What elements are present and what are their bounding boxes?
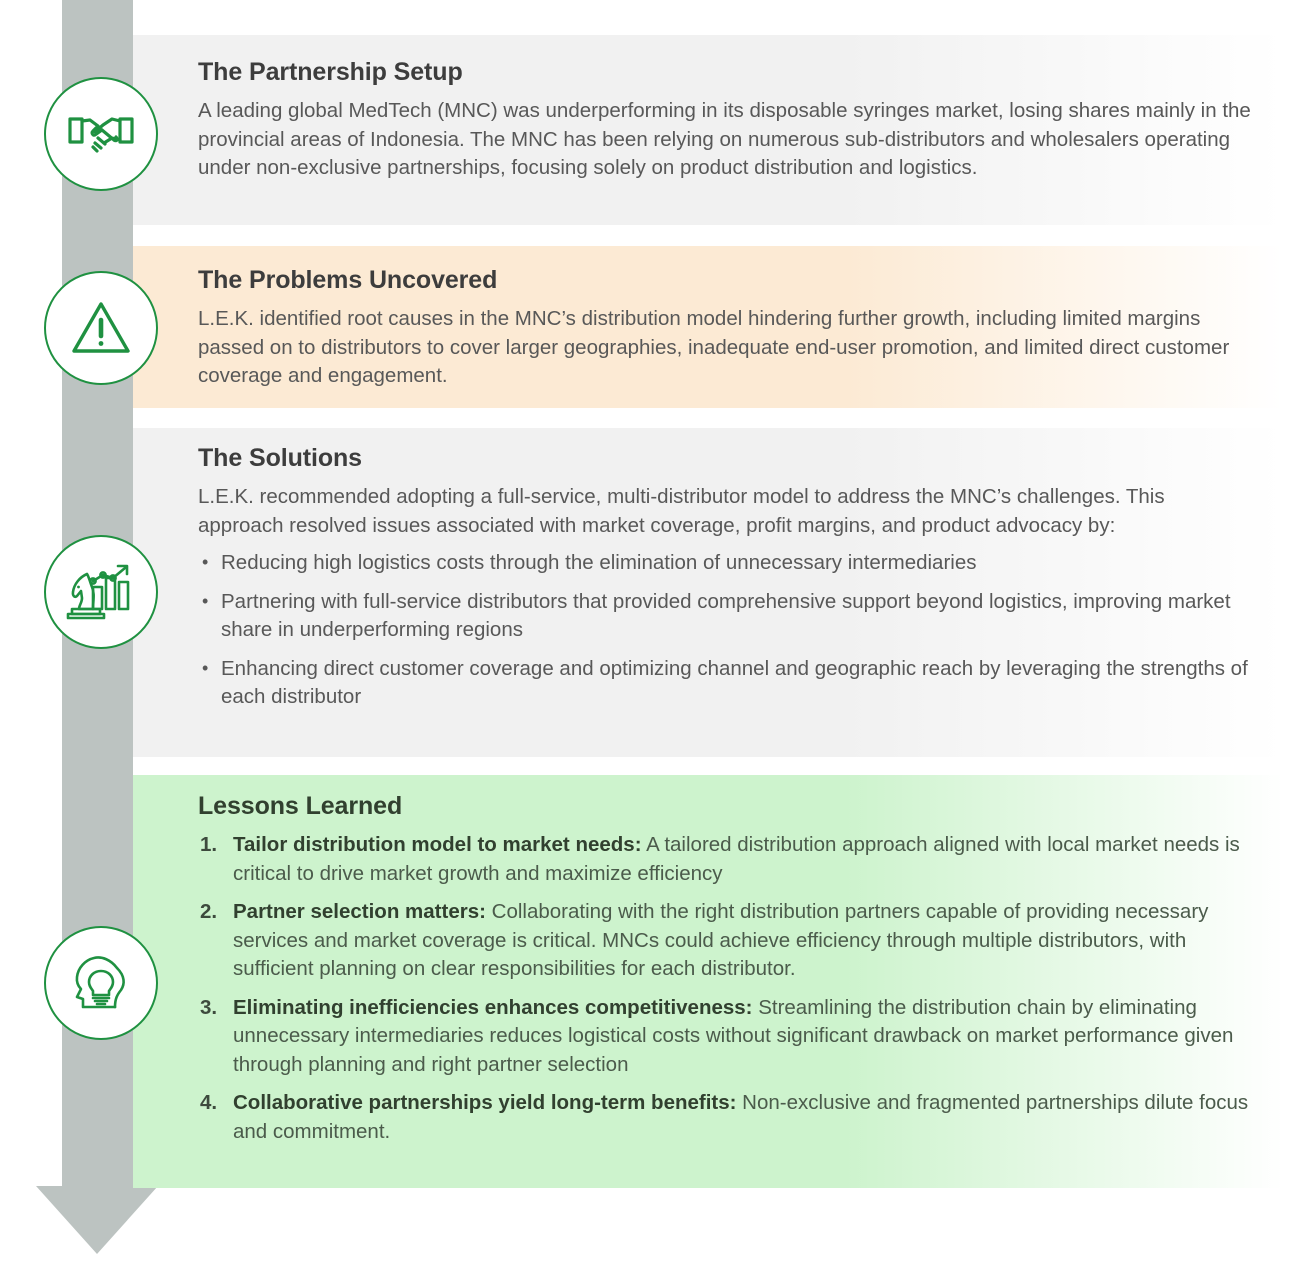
lesson-lead: Partner selection matters: xyxy=(233,900,486,923)
lesson-text: Collaborating with the right distributio… xyxy=(233,900,1209,980)
list-item: Tailor distribution model to market need… xyxy=(198,831,1253,888)
solutions-bullet-list: Reducing high logistics costs through th… xyxy=(198,548,1253,712)
section-body-solutions: L.E.K. recommended adopting a full-servi… xyxy=(198,485,1165,537)
lesson-lead: Tailor distribution model to market need… xyxy=(233,833,642,856)
lesson-text: Streamlining the distribution chain by e… xyxy=(233,995,1234,1076)
lesson-lead: Collaborative partnerships yield long-te… xyxy=(233,1091,737,1114)
panel-partnership-setup xyxy=(133,35,1283,225)
warning-triangle-icon xyxy=(71,300,131,356)
lesson-text: Non-exclusive and fragmented partnership… xyxy=(233,1091,1249,1143)
section-lessons-learned: Lessons Learned Tailor distribution mode… xyxy=(198,792,1253,1146)
handshake-icon-badge xyxy=(44,77,158,191)
section-title-partnership: The Partnership Setup xyxy=(198,58,463,86)
panel-problems-uncovered xyxy=(133,246,1283,408)
list-item: Partner selection matters: Collaborating… xyxy=(198,898,1253,984)
list-item: Partnering with full-service distributor… xyxy=(198,587,1253,645)
list-item: Enhancing direct customer coverage and o… xyxy=(198,654,1253,712)
section-solutions: The Solutions L.E.K. recommended adoptin… xyxy=(198,444,1253,712)
section-problems-uncovered: The Problems Uncovered L.E.K. identified… xyxy=(198,266,1253,391)
list-item: Reducing high logistics costs through th… xyxy=(198,548,1253,578)
section-title-solutions: The Solutions xyxy=(198,444,362,472)
list-item: Eliminating inefficiencies enhances comp… xyxy=(198,994,1253,1080)
warning-icon-badge xyxy=(44,271,158,385)
section-title-problems: The Problems Uncovered xyxy=(198,266,498,294)
strategy-icon-badge xyxy=(44,535,158,649)
list-item: Collaborative partnerships yield long-te… xyxy=(198,1089,1253,1146)
strategy-chart-icon xyxy=(65,561,137,623)
section-body-problems: L.E.K. identified root causes in the MNC… xyxy=(198,307,1230,387)
head-lightbulb-icon xyxy=(69,951,133,1015)
lesson-lead: Eliminating inefficiencies enhances comp… xyxy=(233,995,753,1019)
lesson-text: A tailored distribution approach aligned… xyxy=(233,833,1240,885)
section-partnership-setup: The Partnership Setup A leading global M… xyxy=(198,58,1253,183)
insight-icon-badge xyxy=(44,926,158,1040)
section-title-lessons: Lessons Learned xyxy=(198,792,403,820)
section-body-partnership: A leading global MedTech (MNC) was under… xyxy=(198,99,1251,179)
process-arrow-head xyxy=(36,1186,158,1254)
lessons-numbered-list: Tailor distribution model to market need… xyxy=(198,831,1253,1146)
handshake-icon xyxy=(68,109,134,159)
